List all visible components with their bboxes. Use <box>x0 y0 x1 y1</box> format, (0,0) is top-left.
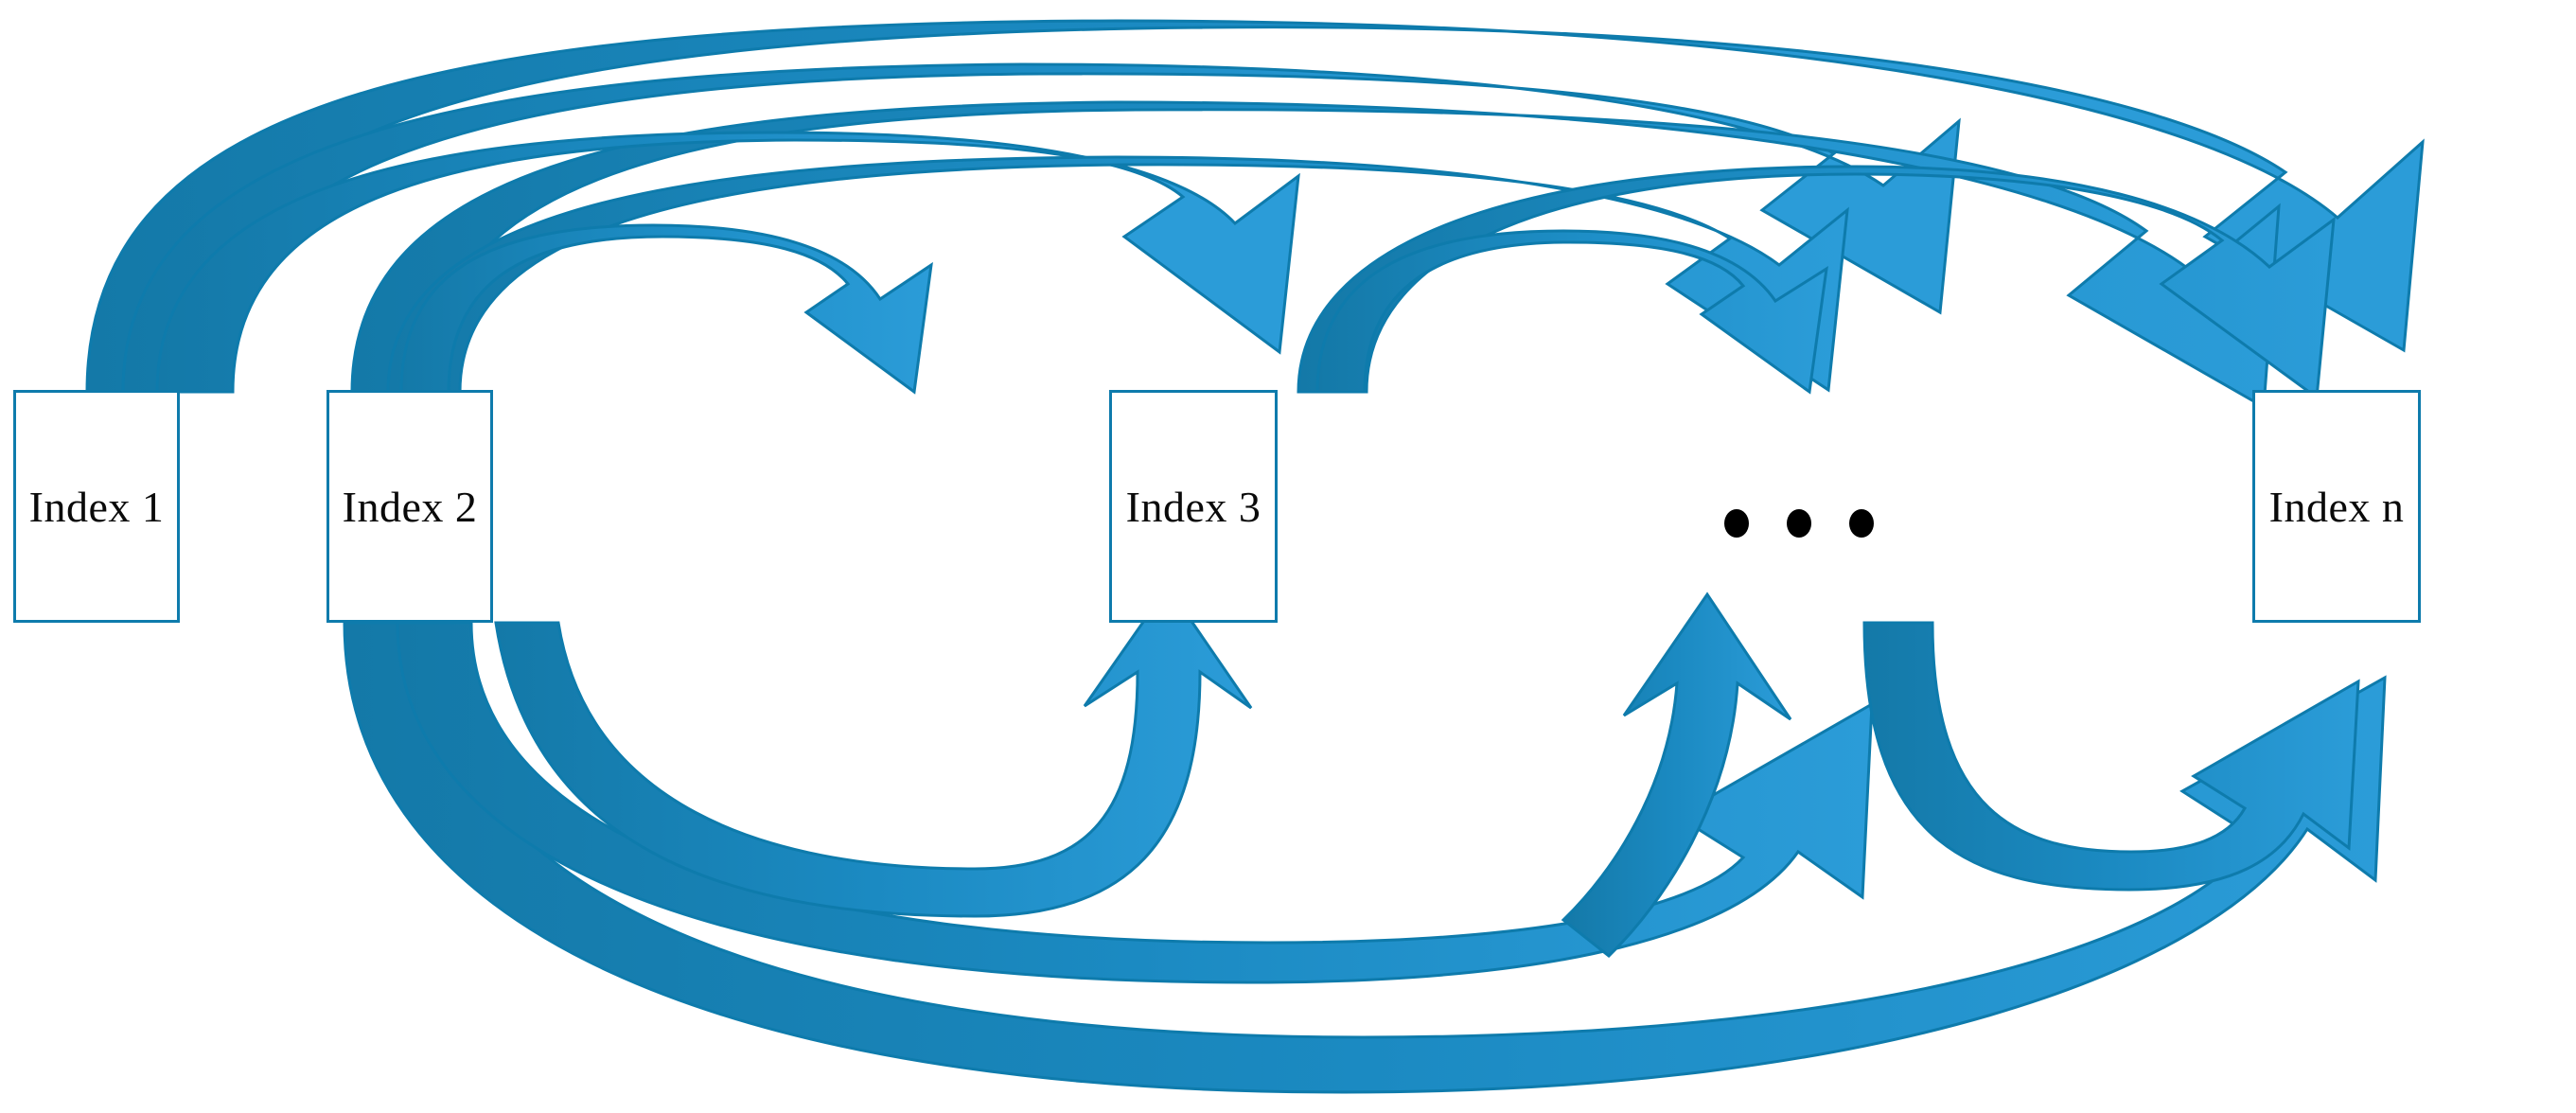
edge-index1-to-ellipsis <box>121 62 1961 394</box>
edge-bottom-index3-to-gap <box>1561 592 1792 958</box>
node-index-1-label: Index 1 <box>28 482 165 531</box>
edge-bottom-index2-to-index3 <box>494 584 1253 918</box>
edge-index3-to-indexn <box>1297 165 2336 400</box>
node-index-3[interactable]: Index 3 <box>1109 390 1278 623</box>
edge-bottom-index2-to-indexn <box>343 621 2387 1094</box>
node-index-3-label: Index 3 <box>1125 482 1262 531</box>
node-index-2-label: Index 2 <box>342 482 478 531</box>
node-index-2[interactable]: Index 2 <box>326 390 493 623</box>
edge-index1-to-index3 <box>155 131 1300 394</box>
ellipsis-dot-2 <box>1787 509 1811 538</box>
ellipsis-dot-1 <box>1724 509 1749 538</box>
edge-index2-to-ellipsis <box>386 155 1849 394</box>
edge-bottom-index3-to-indexn <box>1862 621 2360 892</box>
node-index-n[interactable]: Index n <box>2252 390 2421 623</box>
edge-index2-to-index3 <box>399 223 933 395</box>
node-index-n-label: Index n <box>2268 482 2405 531</box>
edge-index1-to-indexn <box>85 19 2425 394</box>
node-index-1[interactable]: Index 1 <box>13 390 180 623</box>
ellipsis-dot-3 <box>1849 509 1874 538</box>
ellipsis-gap <box>1724 509 1874 538</box>
edge-index3-to-ellipsis <box>1315 229 1828 395</box>
